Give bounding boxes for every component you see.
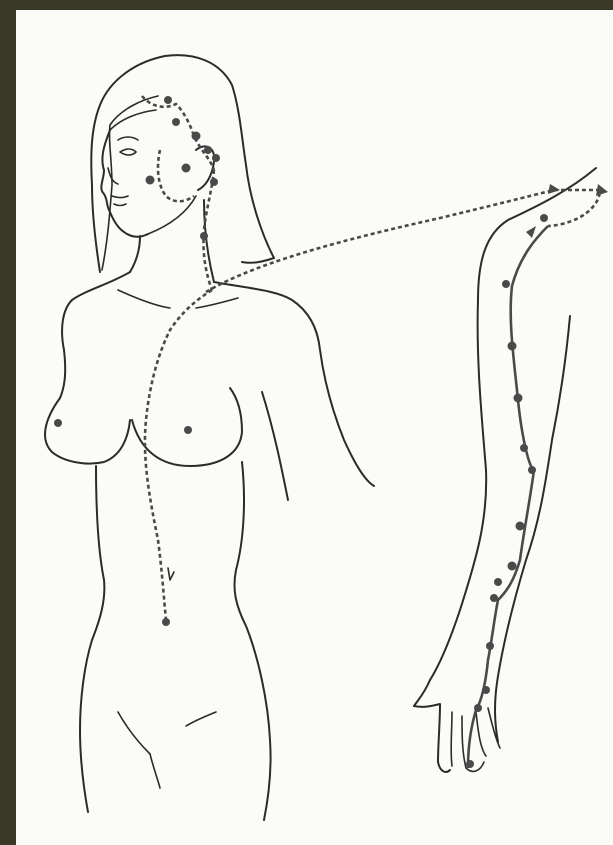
hairline <box>110 110 156 130</box>
clavicle-left <box>118 290 170 308</box>
arrowhead-icon <box>526 226 536 238</box>
acupoint <box>162 618 170 626</box>
arrowhead-icon <box>596 184 608 196</box>
acupoint <box>172 118 180 126</box>
acupoint <box>204 146 212 154</box>
eyebrow <box>118 137 138 140</box>
groin-right <box>186 712 216 726</box>
acupoint <box>502 280 510 288</box>
right-arm-inner <box>262 392 288 500</box>
right-flank <box>234 462 270 820</box>
left-flank <box>80 466 104 812</box>
acupoint <box>514 394 523 403</box>
acupoint <box>212 154 220 162</box>
neck-left <box>130 236 140 272</box>
meridian-neck-to-arm <box>206 190 554 292</box>
acupoint <box>474 704 482 712</box>
arm-outer-edge <box>414 168 596 706</box>
female-figure <box>45 55 374 820</box>
acupoint <box>528 466 536 474</box>
acupoint <box>466 760 474 768</box>
right-nipple <box>184 426 192 434</box>
left-breast <box>45 398 130 464</box>
jaw <box>148 196 196 234</box>
acupoint <box>490 594 498 602</box>
eye <box>120 149 136 155</box>
acupoint <box>486 642 494 650</box>
acupoint <box>164 96 172 104</box>
acupoint <box>192 132 201 141</box>
meridian-arrow-down <box>168 568 174 580</box>
clavicle-right <box>196 298 238 308</box>
acupoint <box>182 164 191 173</box>
nose <box>108 168 118 184</box>
acupoint <box>200 232 208 240</box>
acupoint <box>146 176 155 185</box>
fingers <box>451 708 500 771</box>
right-shoulder <box>214 282 374 486</box>
hand-outline <box>414 704 450 772</box>
acupoint <box>540 214 548 222</box>
acupoint <box>508 562 517 571</box>
acupoint <box>516 522 525 531</box>
pubic-area <box>150 754 160 788</box>
meridian-arm-solid <box>468 226 548 768</box>
arrowhead-icon <box>548 184 560 194</box>
hair-outline <box>91 55 274 272</box>
mouth <box>112 196 128 198</box>
groin-left <box>118 712 150 754</box>
left-nipple <box>54 419 62 427</box>
acupoint <box>210 178 218 186</box>
arm-figure <box>414 168 596 772</box>
acupoint <box>494 578 502 586</box>
acupoint <box>482 686 490 694</box>
acupoint <box>520 444 528 452</box>
meridian-lines <box>142 96 600 768</box>
arm-inner-edge <box>495 316 570 742</box>
acupoint <box>508 342 517 351</box>
lower-lip <box>114 204 126 206</box>
